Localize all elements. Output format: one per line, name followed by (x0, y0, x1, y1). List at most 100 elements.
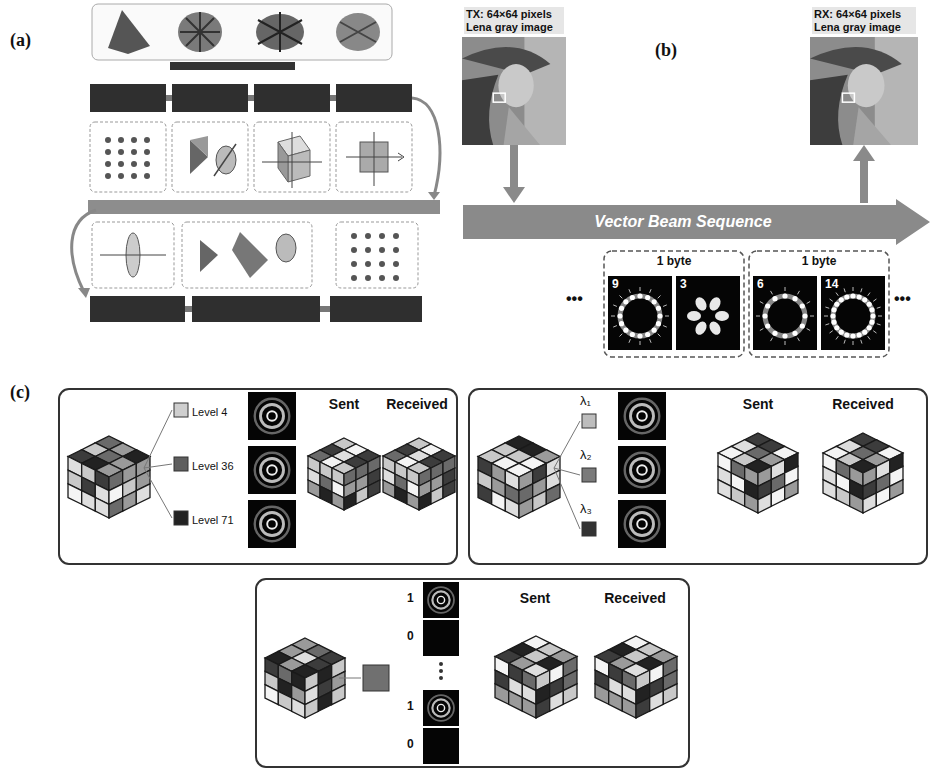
color-swatch (174, 403, 188, 417)
panel-frame (59, 389, 457, 564)
dashed-frame (182, 222, 312, 288)
pattern-number: 9 (612, 278, 619, 292)
drawn-shape (676, 276, 740, 350)
drawn-shape (645, 295, 650, 300)
drawn-shape (613, 326, 617, 328)
drawn-shape (623, 328, 628, 333)
beam-shape (178, 12, 222, 52)
flow-curve (412, 98, 440, 196)
cube-tile (745, 493, 758, 513)
block-joint (248, 95, 254, 101)
drawn-shape (629, 289, 631, 293)
bit-label: 1 (407, 700, 414, 714)
drawn-shape (267, 519, 277, 529)
drawn-shape (868, 336, 870, 339)
flow-arrow (853, 145, 875, 203)
rubik-cube (68, 436, 150, 518)
sent-label: Sent (304, 396, 384, 412)
drawn-shape (836, 293, 838, 296)
wavelength-label: λ₂ (580, 448, 592, 463)
drawn-shape (765, 296, 805, 336)
drawn-shape (844, 294, 849, 299)
bit-label: 0 (407, 630, 414, 644)
rubik-cube (495, 636, 577, 718)
drawn-shape (850, 333, 855, 338)
leader-line (554, 421, 580, 468)
color-swatch (582, 522, 596, 536)
drawn-shape (630, 404, 653, 427)
drawn-shape (772, 296, 777, 301)
ring-pattern (618, 500, 666, 548)
drawn-shape (870, 313, 875, 318)
drawn-shape (658, 334, 661, 337)
process-block (330, 296, 422, 322)
drawn-shape (785, 341, 786, 345)
wavelength-label: λ₁ (580, 394, 591, 409)
drawn-shape (834, 302, 839, 307)
rubik-cube (308, 438, 380, 510)
drawn-shape (873, 299, 876, 301)
rubik-cube (478, 436, 560, 518)
drawn-shape (802, 313, 807, 318)
ring-pattern (248, 392, 296, 440)
drawn-shape (640, 341, 641, 345)
beam-pattern: 14 (821, 276, 885, 350)
drawn-shape (839, 297, 844, 302)
drawn-shape (423, 690, 459, 726)
continuation-dots: ••• (566, 290, 583, 308)
cube-tile (505, 498, 519, 519)
dashed-group-frame (604, 251, 744, 357)
transmit-image: TX: 64×64 pixels Lena gray image (462, 5, 566, 145)
cube-tile (823, 480, 836, 500)
drawn-shape (825, 307, 829, 308)
drawn-shape (798, 291, 800, 294)
sequence-label: Vector Beam Sequence (463, 213, 903, 231)
dashed-frame (336, 122, 412, 192)
drawn-shape (428, 695, 454, 721)
ring-pattern (423, 582, 459, 618)
drawn-shape (857, 332, 862, 337)
drawn-shape (248, 500, 296, 548)
optical-element (346, 132, 404, 186)
cube-tile (265, 685, 278, 705)
cube-tile (332, 685, 345, 705)
drawn-shape (630, 512, 653, 535)
drawn-shape (665, 316, 669, 317)
drawn-shape (771, 338, 773, 341)
cube-tile (758, 493, 771, 513)
panel-frame (256, 579, 689, 767)
drawn-shape (831, 320, 836, 325)
drawn-shape (836, 336, 838, 339)
cube-tile (308, 480, 320, 498)
arrowhead (853, 145, 875, 161)
cube-tile (278, 691, 291, 711)
drawn-shape (821, 276, 885, 350)
dashed-frame (254, 122, 330, 192)
drawn-shape (618, 500, 666, 548)
byte-group: 1 byte93 (603, 250, 745, 358)
drawn-shape (462, 37, 566, 145)
cube-tile (718, 480, 731, 500)
drawn-shape (807, 329, 810, 331)
drawn-shape (869, 307, 874, 312)
ellipsis-dot (439, 662, 443, 666)
drawn-shape (833, 296, 873, 336)
sent-label: Sent (490, 590, 580, 606)
drawn-shape (255, 507, 290, 542)
drawn-shape (693, 320, 709, 337)
drawn-shape (867, 325, 872, 330)
drawn-shape (765, 323, 770, 328)
drawn-shape (255, 399, 290, 434)
cube-tile (533, 491, 547, 512)
level-label: Level 36 (192, 460, 234, 473)
ellipsis-dot (439, 676, 443, 680)
drawn-shape (853, 107, 891, 145)
cube-tile (550, 691, 564, 712)
cube-tile (292, 698, 305, 718)
vector-beam (608, 276, 672, 350)
beam-pattern: 3 (676, 276, 740, 350)
drawn-shape (839, 330, 844, 335)
cube-tile (863, 493, 876, 513)
cube-tile (609, 691, 623, 712)
cube-tile (522, 698, 536, 719)
